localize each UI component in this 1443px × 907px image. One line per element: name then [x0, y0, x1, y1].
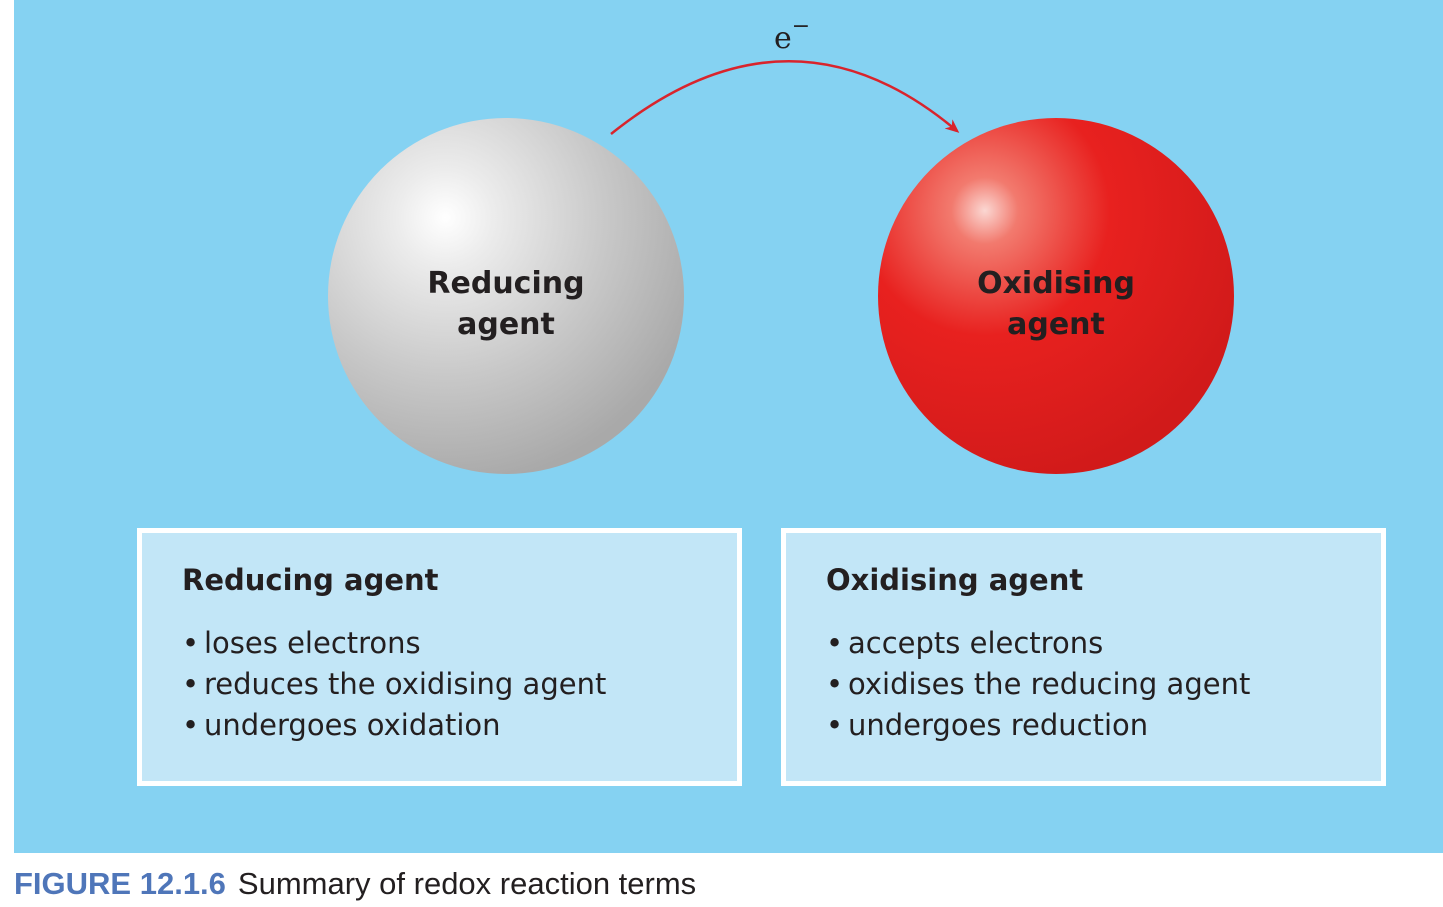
reducing-agent-box-title: Reducing agent: [182, 563, 439, 597]
list-item-text: reduces the oxidising agent: [204, 667, 607, 701]
oxidising-agent-label-line1: Oxidising: [977, 266, 1135, 301]
list-item: •undergoes reduction: [826, 708, 1149, 742]
reducing-agent-box: Reducing agent •loses electrons •reduces…: [137, 528, 742, 786]
list-item-text: undergoes reduction: [848, 708, 1149, 742]
list-item: •loses electrons: [182, 626, 421, 660]
reducing-agent-label-line1: Reducing: [427, 266, 585, 301]
list-item: •undergoes oxidation: [182, 708, 501, 742]
oxidising-agent-box: Oxidising agent •accepts electrons •oxid…: [781, 528, 1386, 786]
caption-text: Summary of redox reaction terms: [237, 866, 697, 901]
oxidising-agent-label: Oxidising agent: [926, 263, 1186, 345]
reducing-agent-list: •loses electrons •reduces the oxidising …: [182, 623, 606, 746]
electron-transfer-arrow: [610, 60, 960, 135]
reducing-agent-sphere: [328, 118, 684, 474]
list-item-text: undergoes oxidation: [204, 708, 501, 742]
oxidising-agent-box-title: Oxidising agent: [826, 563, 1084, 597]
figure-number: FIGURE 12.1.6: [14, 866, 226, 901]
figure-caption: FIGURE 12.1.6 Summary of redox reaction t…: [14, 866, 696, 902]
reducing-agent-label: Reducing agent: [376, 263, 636, 345]
list-item-text: oxidises the reducing agent: [848, 667, 1251, 701]
list-item: •reduces the oxidising agent: [182, 667, 607, 701]
oxidising-agent-sphere: [878, 118, 1234, 474]
electron-charge: −: [791, 14, 811, 39]
electron-label: e−: [774, 14, 810, 56]
diagram-graphics: [328, 60, 1234, 474]
list-item-text: loses electrons: [204, 626, 421, 660]
oxidising-agent-label-line2: agent: [1007, 307, 1105, 342]
reducing-agent-label-line2: agent: [457, 307, 555, 342]
list-item: •accepts electrons: [826, 626, 1104, 660]
electron-symbol: e: [774, 21, 792, 56]
list-item: •oxidises the reducing agent: [826, 667, 1251, 701]
oxidising-agent-list: •accepts electrons •oxidises the reducin…: [826, 623, 1250, 746]
list-item-text: accepts electrons: [848, 626, 1104, 660]
